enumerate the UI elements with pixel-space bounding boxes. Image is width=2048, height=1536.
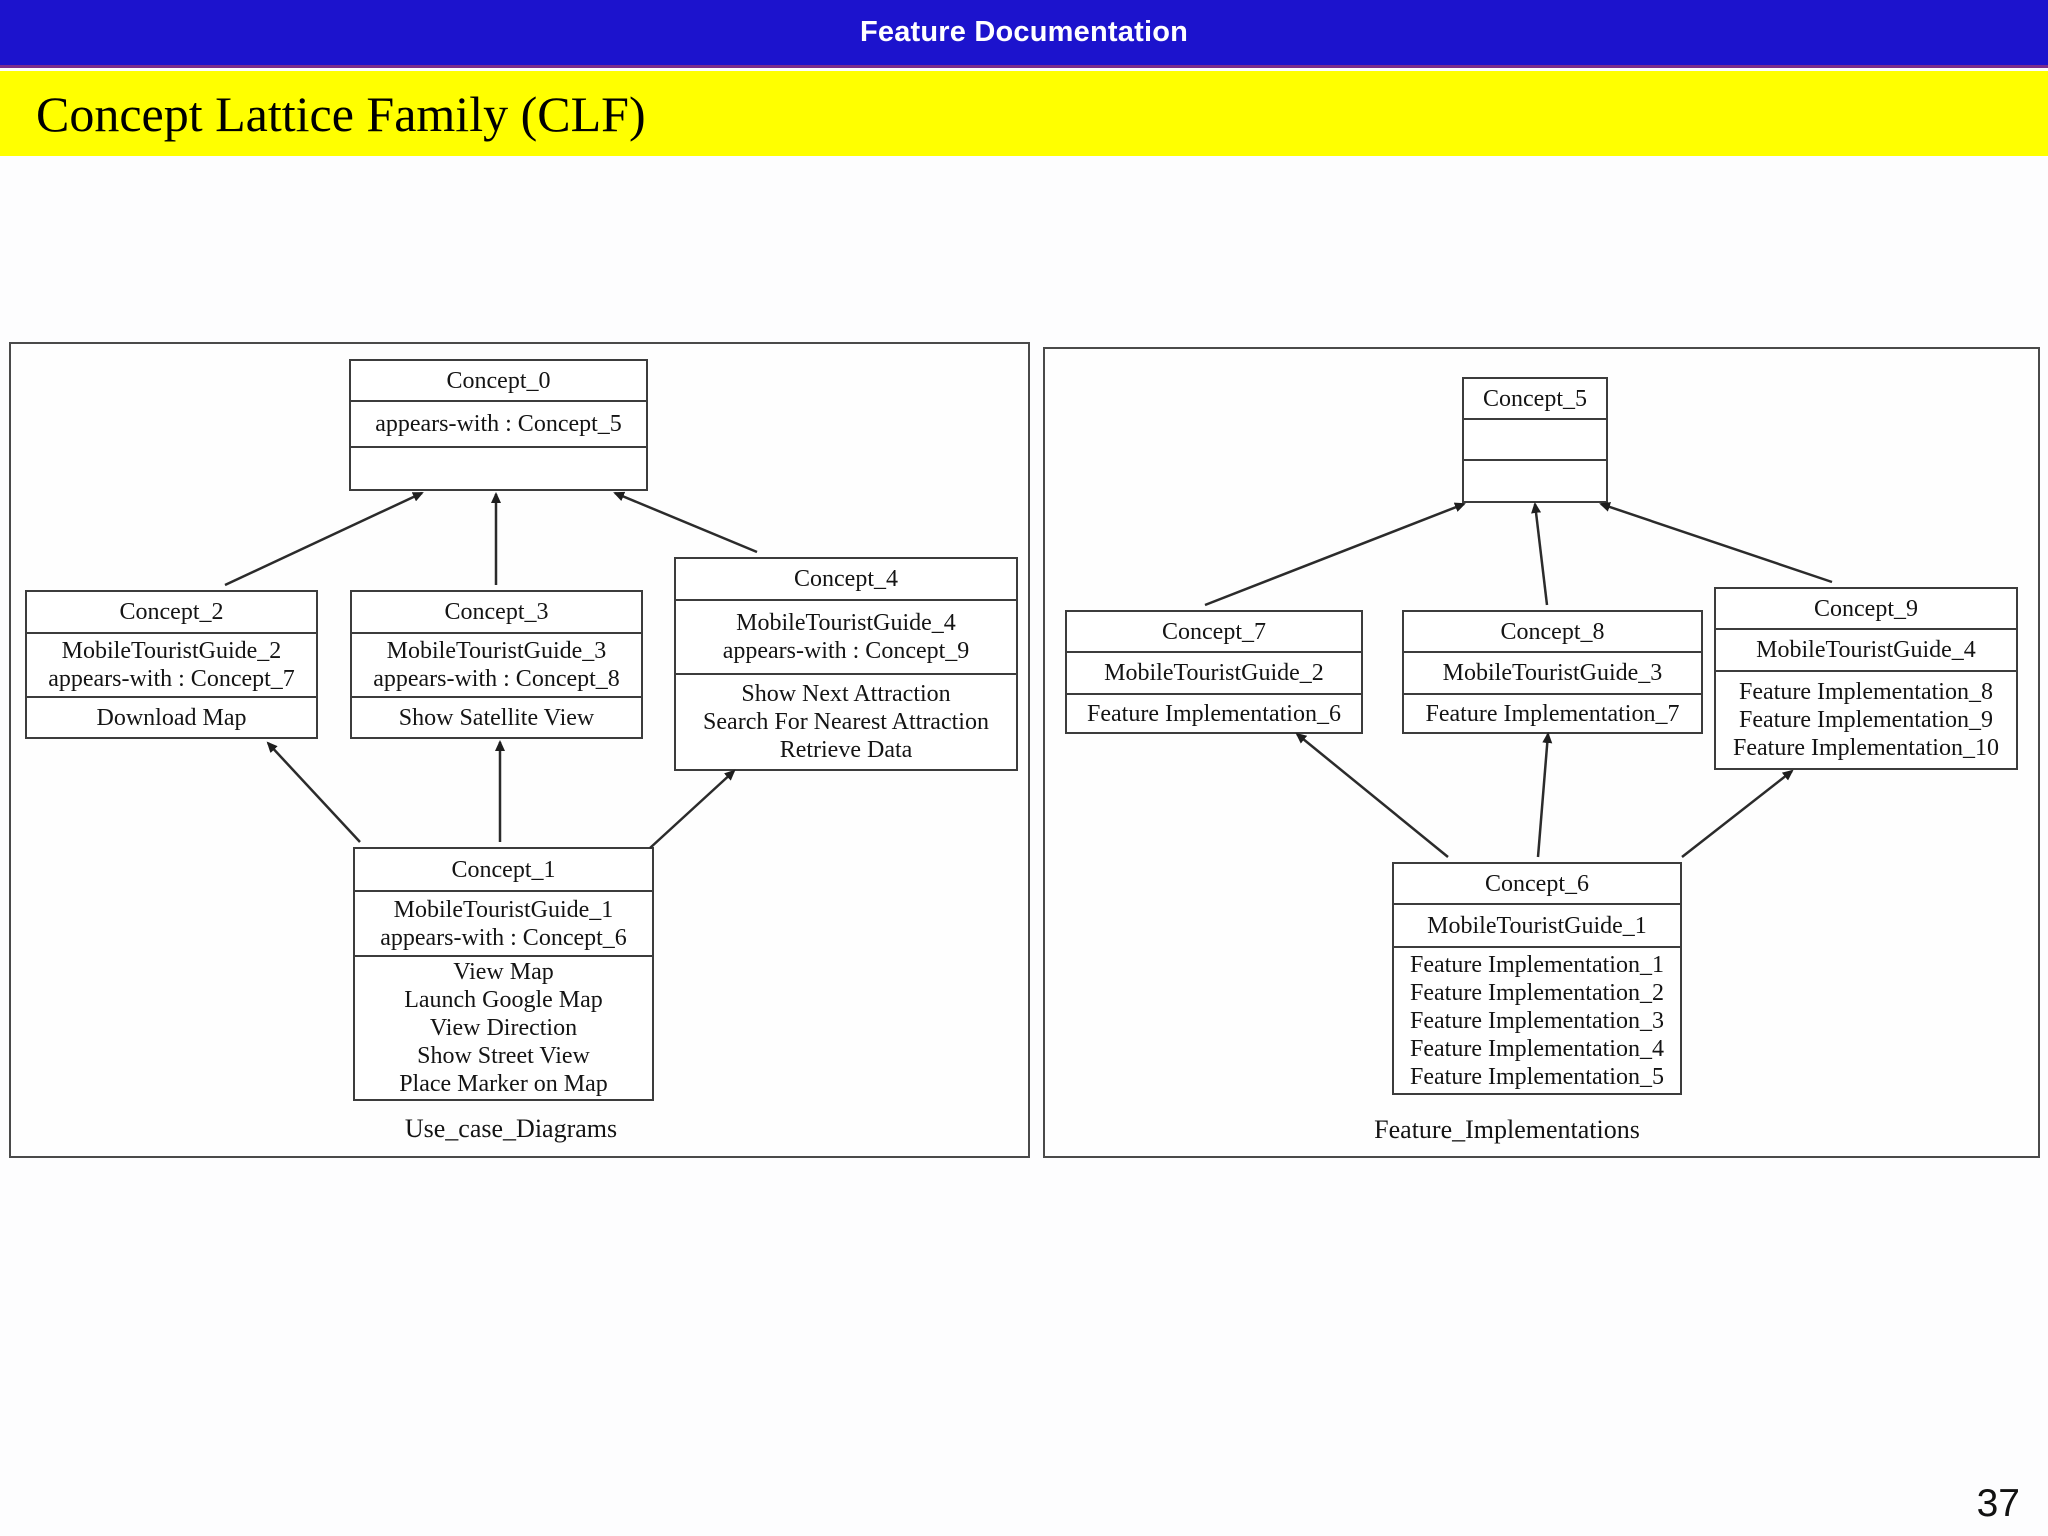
node-title: Concept_7 (1067, 612, 1361, 653)
node-attributes: MobileTouristGuide_4 (1716, 630, 2016, 672)
node-title: Concept_4 (676, 559, 1016, 601)
diagram-label-feature-impl: Feature_Implementations (1374, 1115, 1640, 1144)
node-attributes: MobileTouristGuide_1 (1394, 905, 1680, 948)
header-title: Feature Documentation (859, 16, 1189, 48)
concept-node-7: Concept_7 MobileTouristGuide_2 Feature I… (1065, 610, 1363, 734)
node-operations: Feature Implementation_7 (1425, 700, 1680, 727)
node-title: Concept_0 (351, 361, 646, 402)
diagram-label-use-case: Use_case_Diagrams (404, 1114, 618, 1143)
concept-node-5: Concept_5 (1462, 377, 1608, 503)
concept-node-8: Concept_8 MobileTouristGuide_3 Feature I… (1402, 610, 1703, 734)
node-operations: Feature Implementation_6 (1087, 700, 1341, 727)
node-attributes (1464, 420, 1606, 461)
node-attributes: MobileTouristGuide_3 (1404, 653, 1701, 695)
feature-implementations-panel: Concept_5 Concept_7 MobileTouristGuide_2… (1043, 347, 2040, 1158)
title-bar: Concept Lattice Family (CLF) (0, 71, 2048, 156)
node-operations (351, 448, 646, 489)
node-operations: Download Map (96, 704, 247, 731)
node-title: Concept_6 (1394, 864, 1680, 905)
node-attributes: MobileTouristGuide_2 (1067, 653, 1361, 695)
node-title: Concept_9 (1716, 589, 2016, 630)
page-title: Concept Lattice Family (CLF) (36, 85, 646, 142)
node-operations (1464, 461, 1606, 501)
node-title: Concept_5 (1464, 379, 1606, 420)
concept-node-0: Concept_0 appears-with : Concept_5 (349, 359, 648, 491)
node-attributes: appears-with : Concept_5 (351, 402, 646, 448)
node-title: Concept_1 (355, 849, 652, 892)
page-number: 37 (1976, 1482, 2020, 1525)
node-title: Concept_3 (352, 592, 641, 634)
concept-node-6: Concept_6 MobileTouristGuide_1 Feature I… (1392, 862, 1682, 1095)
node-title: Concept_8 (1404, 612, 1701, 653)
concept-node-9: Concept_9 MobileTouristGuide_4 Feature I… (1714, 587, 2018, 770)
node-title: Concept_2 (27, 592, 316, 634)
node-operations: Show Satellite View (398, 704, 595, 731)
use-case-diagrams-panel: Concept_0 appears-with : Concept_5 Conce… (9, 342, 1030, 1158)
header-bar: Feature Documentation (0, 0, 2048, 68)
